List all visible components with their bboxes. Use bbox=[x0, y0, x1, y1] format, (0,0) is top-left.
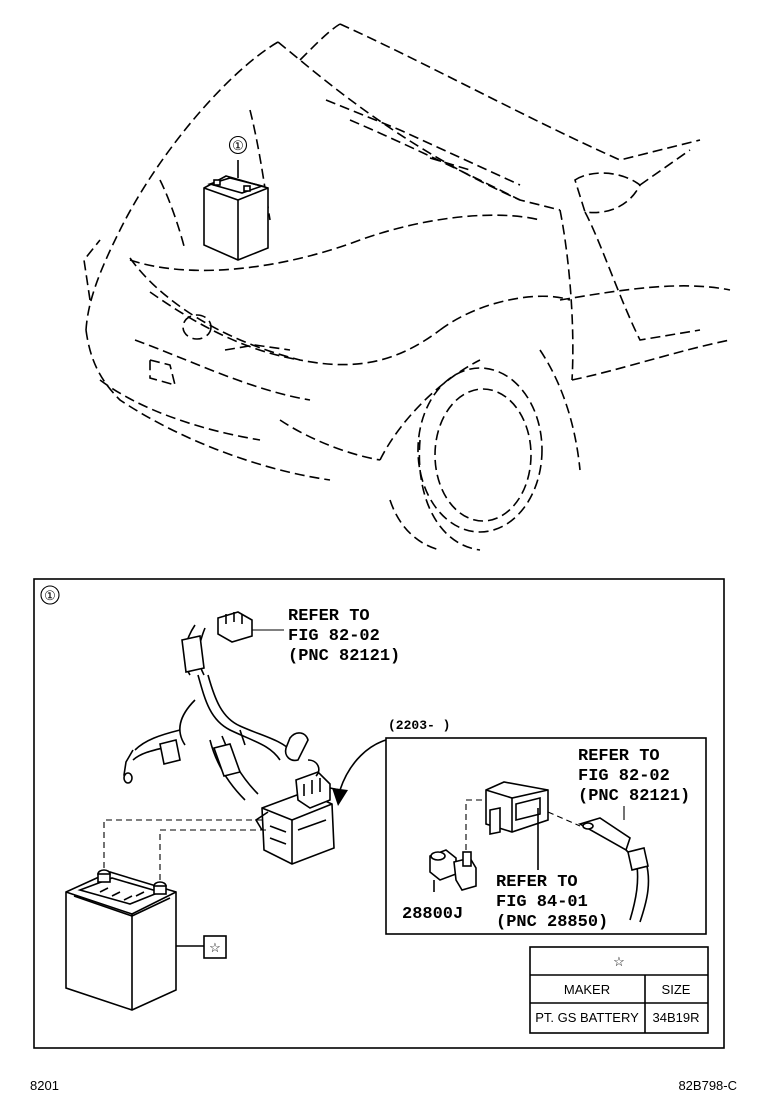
leader-dashed-3 bbox=[465, 799, 486, 850]
battery-star-marker: ☆ bbox=[209, 940, 221, 955]
inset-arrow-line bbox=[339, 739, 387, 791]
part-number-label: 28800J bbox=[402, 905, 463, 924]
callout-circle-top bbox=[228, 135, 248, 155]
harness-refer-line1: REFER TO bbox=[288, 607, 370, 626]
terminal-cable-icon bbox=[577, 817, 650, 923]
spec-table bbox=[529, 946, 709, 1034]
battery-star-box bbox=[203, 935, 227, 959]
vehicle-outline bbox=[83, 23, 731, 551]
battery-icon bbox=[65, 869, 204, 1011]
inset-arrow-head bbox=[332, 788, 348, 806]
inset-refer-a-line1: REFER TO bbox=[578, 747, 660, 766]
spec-table-header-size: SIZE bbox=[662, 982, 691, 997]
battery-cable-harness bbox=[123, 611, 341, 865]
callout-number-detail: ① bbox=[44, 589, 56, 604]
inset-refer-a-line3: (PNC 82121) bbox=[578, 787, 690, 806]
inset-refer-a-line2: FIG 82-02 bbox=[578, 767, 670, 786]
inset-frame bbox=[385, 737, 707, 935]
spec-table-header-maker: MAKER bbox=[564, 982, 610, 997]
spec-table-cell-maker: PT. GS BATTERY bbox=[535, 1010, 639, 1025]
footer-left-code: 8201 bbox=[30, 1078, 59, 1093]
current-sensor-icon bbox=[485, 781, 549, 870]
detail-frame bbox=[33, 578, 725, 1049]
spec-table-symbol: ☆ bbox=[613, 954, 625, 969]
leader-dashed-2 bbox=[159, 829, 270, 880]
leader-dashed-4 bbox=[547, 811, 581, 827]
callout-circle-detail bbox=[40, 585, 60, 605]
harness-refer-line3: (PNC 82121) bbox=[288, 647, 400, 666]
bolt-part-icon bbox=[429, 849, 477, 892]
leader-dashed-1 bbox=[103, 819, 262, 868]
footer-right-code: 82B798-C bbox=[678, 1078, 737, 1093]
callout-number-top: ① bbox=[232, 139, 244, 154]
battery-location-icon bbox=[203, 160, 269, 261]
inset-refer-b-line2: FIG 84-01 bbox=[496, 893, 588, 912]
inset-refer-b-line3: (PNC 28850) bbox=[496, 913, 608, 932]
inset-date-label: (2203- ) bbox=[388, 718, 450, 733]
harness-refer-line2: FIG 82-02 bbox=[288, 627, 380, 646]
inset-refer-b-line1: REFER TO bbox=[496, 873, 578, 892]
spec-table-cell-size: 34B19R bbox=[653, 1010, 700, 1025]
